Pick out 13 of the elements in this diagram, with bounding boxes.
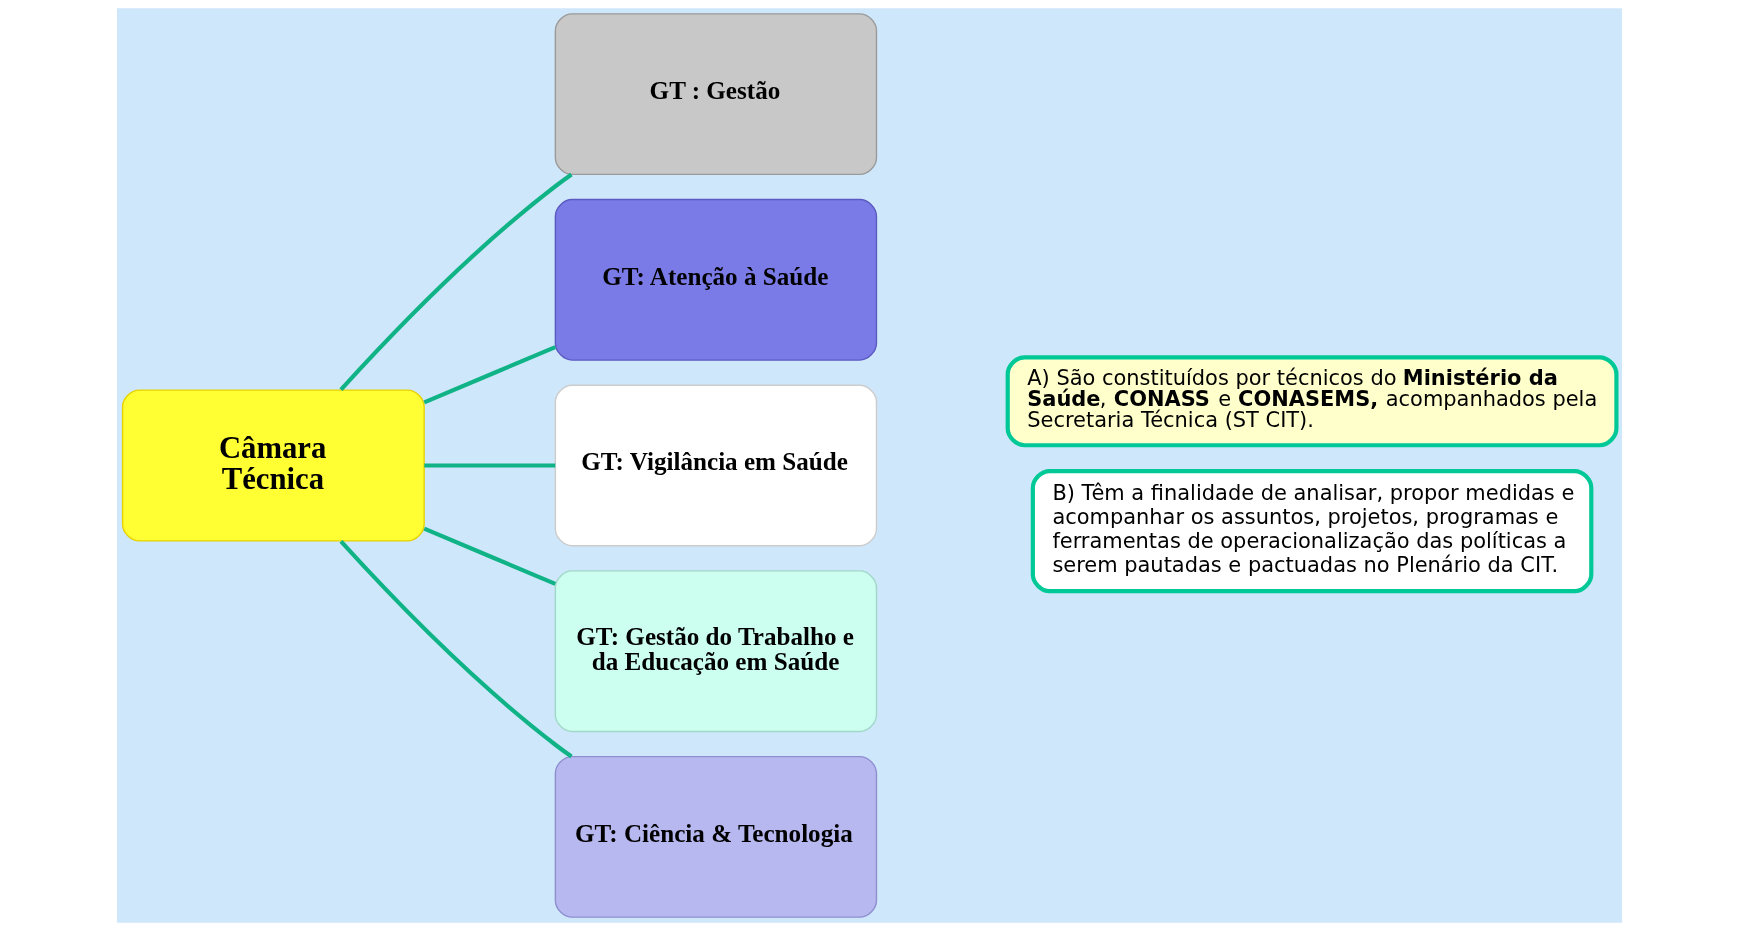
- connector: [339, 172, 573, 391]
- connector: [339, 540, 573, 759]
- node-box: GT: Ciência & Tecnologia: [554, 755, 878, 918]
- connector: [424, 463, 556, 468]
- node-box: A) São constituídos por técnicos do Ministério da Saúde, CONASS e CONASEMS, acompanhados pela Secretaria Técnica (ST CIT).: [1005, 355, 1619, 448]
- node-box: Câmara Técnica: [121, 389, 425, 542]
- node-box: GT: Atenção à Saúde: [554, 198, 878, 361]
- node-box: GT: Vigilância em Saúde: [554, 384, 878, 547]
- node-box: GT: Gestão do Trabalho e da Educação em Saúde: [554, 570, 878, 733]
- connector: [423, 345, 557, 405]
- node-box: GT : Gestão: [554, 13, 878, 176]
- connector: [423, 526, 557, 586]
- node-box: B) Têm a finalidade de analisar, propor medidas e acompanhar os assuntos, projetos, programas e ferramentas de operacionalização das políticas a serem pautadas e pactuadas no Plenário da CIT.: [1030, 469, 1594, 594]
